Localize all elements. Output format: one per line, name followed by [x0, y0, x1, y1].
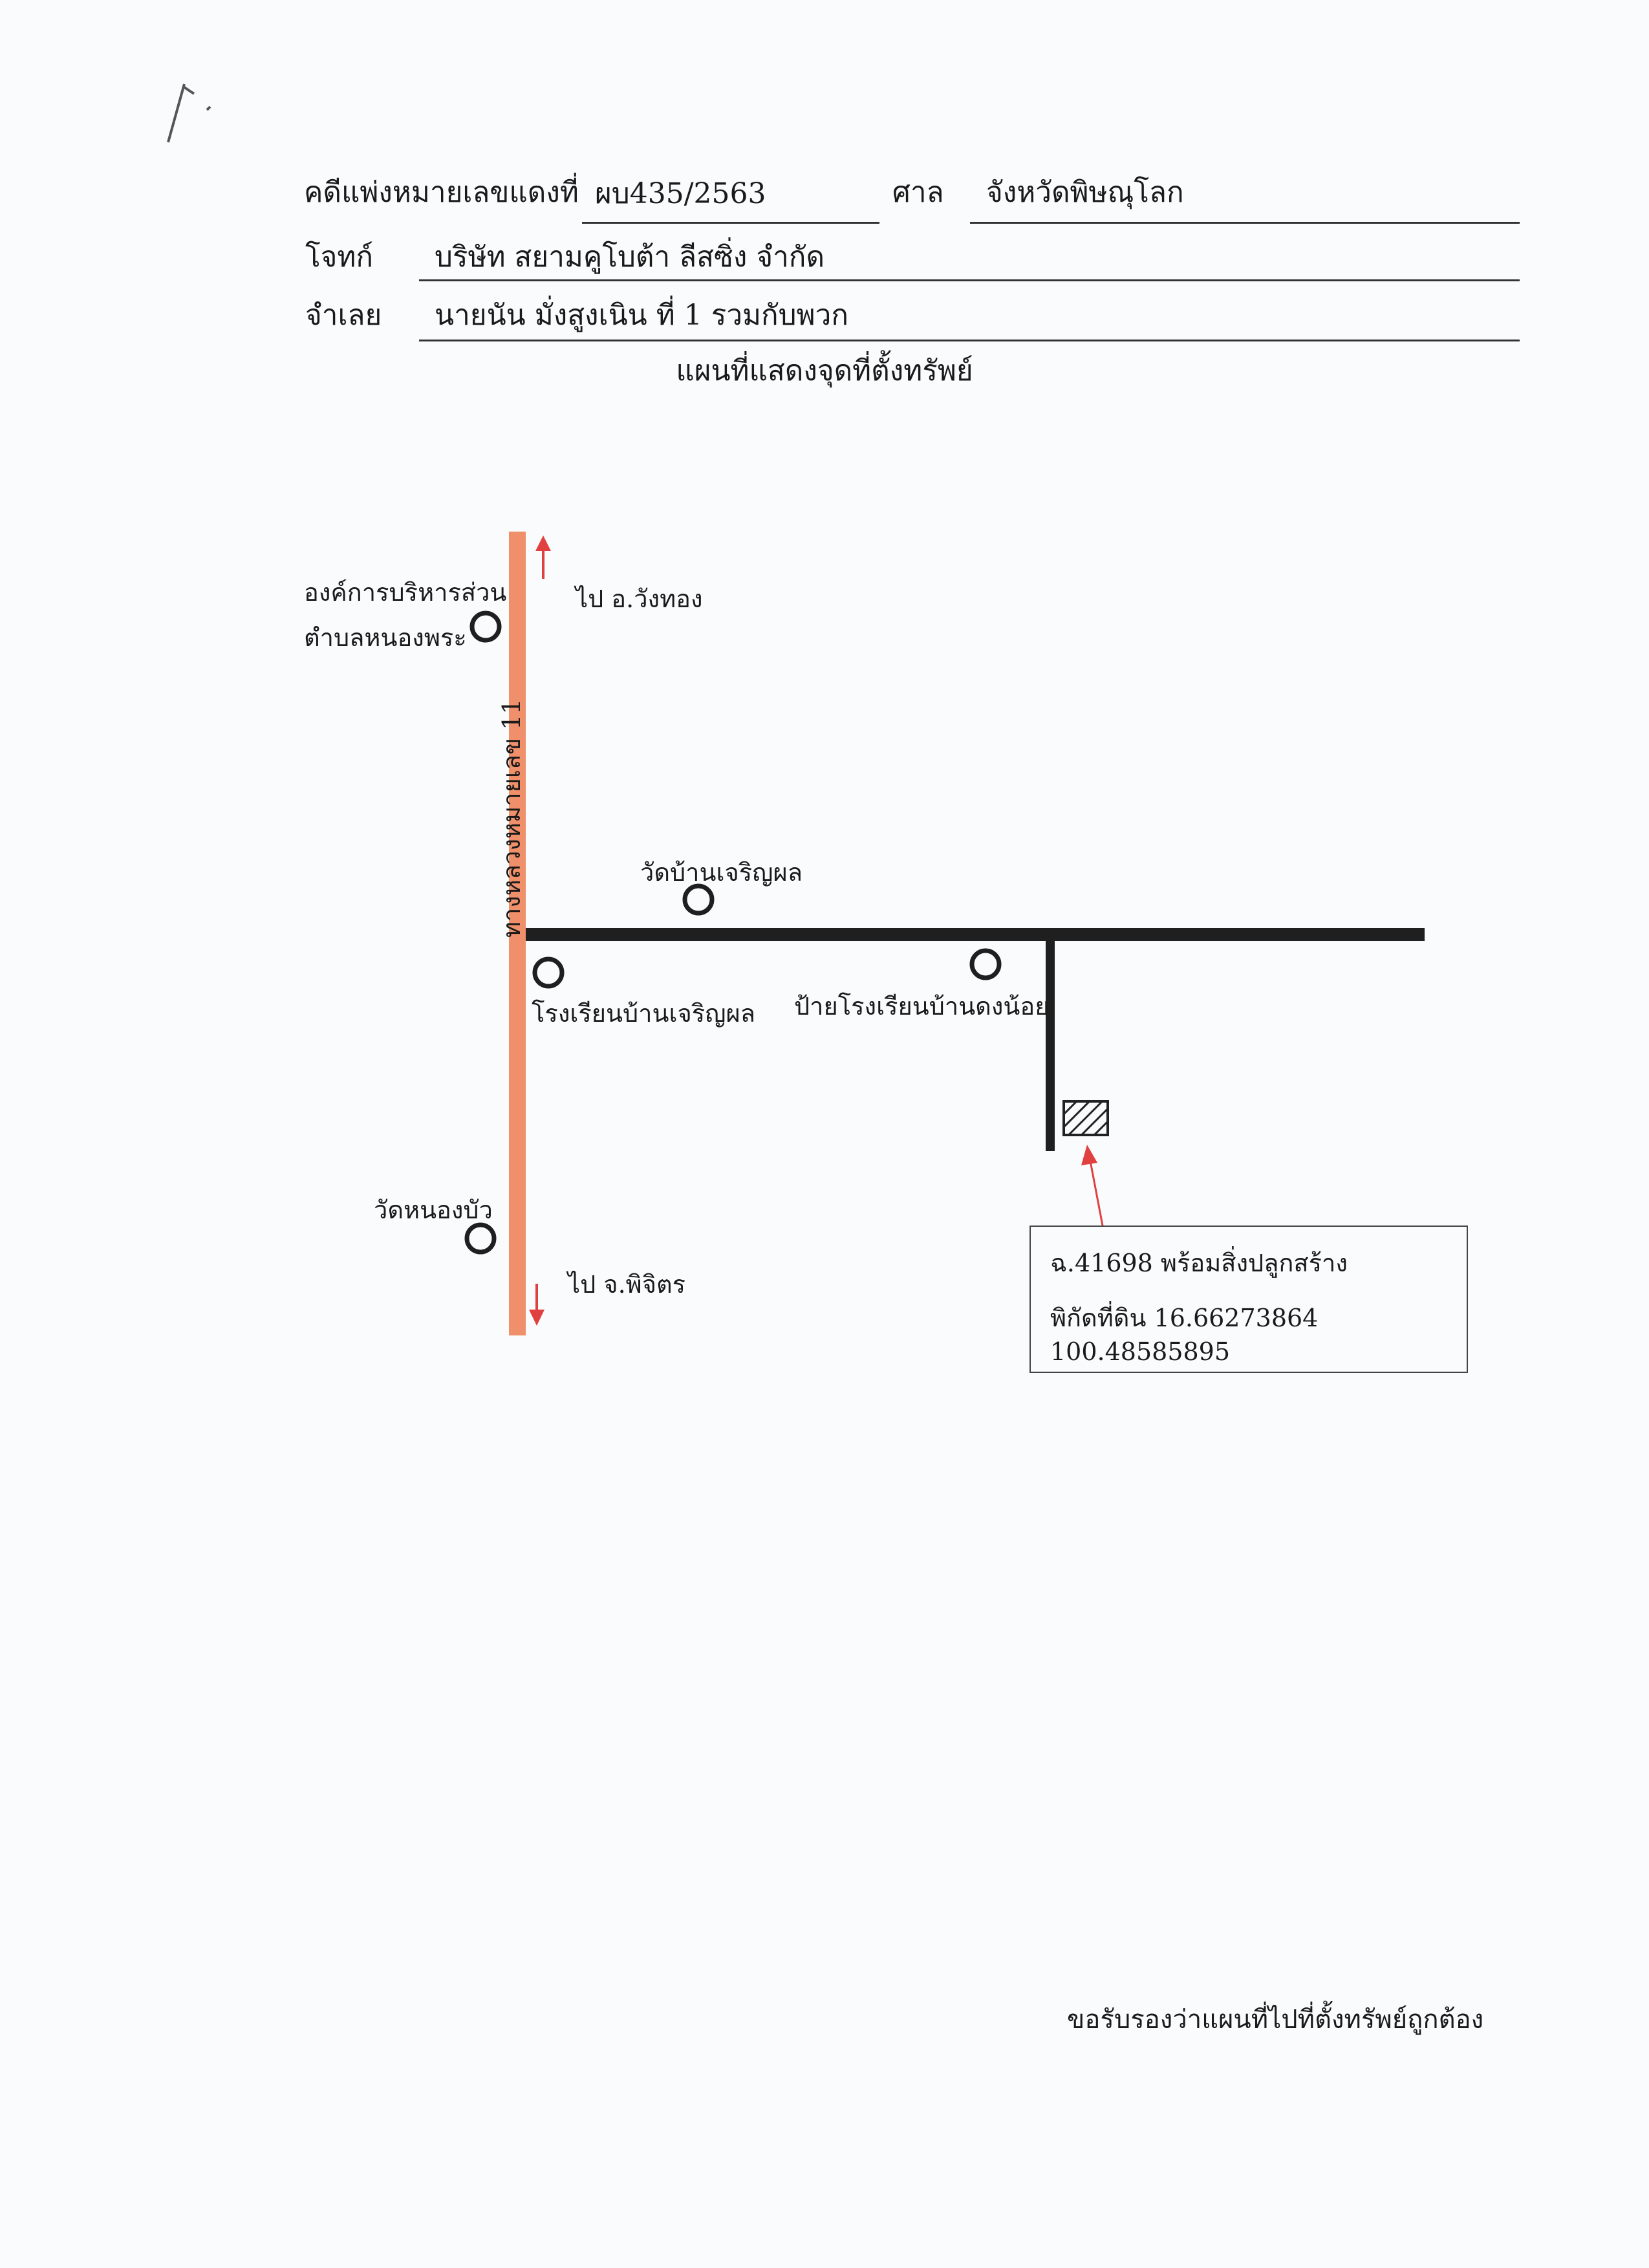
handwritten-mark: [149, 71, 239, 180]
to-south-label: ไป จ.พิจิตร: [568, 1270, 686, 1299]
sao-label-line2: ตำบลหนองพระ: [304, 623, 467, 652]
plaintiff-label: โจทก์: [305, 241, 374, 274]
to-north-label: ไป อ.วังทอง: [576, 585, 703, 613]
plaintiff-underline: [419, 279, 1520, 281]
sao-label-line1: องค์การบริหารส่วน: [304, 578, 507, 607]
defendant-underline: [419, 340, 1520, 341]
main-road: [526, 928, 1425, 941]
property-marker: [1062, 1100, 1109, 1136]
temple-nongbua-label: วัดหนองบัว: [374, 1196, 493, 1224]
school-charoen-label: โรงเรียนบ้านเจริญผล: [532, 999, 756, 1028]
court-underline: [970, 222, 1520, 224]
property-info-box: ฉ.41698 พร้อมสิ่งปลูกสร้าง พิกัดที่ดิน 1…: [1029, 1226, 1468, 1373]
court-label: ศาล: [892, 176, 944, 209]
case-number-underline: [582, 222, 879, 224]
school-charoen-marker: [532, 956, 565, 989]
property-pointer-arrow: [1081, 1145, 1104, 1226]
case-label: คดีแพ่งหมายเลขแดงที่: [304, 176, 579, 209]
school-sign-marker: [969, 948, 1002, 980]
map-title: แผนที่แสดงจุดที่ตั้งทรัพย์: [676, 354, 973, 387]
highway-label: ทางหลวงหมายเลข 11: [497, 698, 526, 938]
coordinates-text: พิกัดที่ดิน 16.66273864 100.48585895: [1050, 1304, 1319, 1366]
case-number: ผบ435/2563: [595, 177, 766, 210]
side-road: [1046, 934, 1055, 1151]
highway-11: [509, 532, 526, 1335]
temple-charoen-label: วัดบ้านเจริญผล: [640, 858, 803, 887]
north-arrow: [535, 535, 551, 579]
certification-text: ขอรับรองว่าแผนที่ไปที่ตั้งทรัพย์ถูกต้อง: [1067, 2005, 1484, 2035]
south-arrow: [529, 1284, 544, 1326]
plaintiff-name: บริษัท สยามคูโบต้า ลีสซิ่ง จำกัด: [435, 241, 825, 274]
court-name: จังหวัดพิษณุโลก: [986, 176, 1184, 209]
title-deed-text: ฉ.41698 พร้อมสิ่งปลูกสร้าง: [1050, 1249, 1348, 1277]
temple-charoen-marker: [682, 883, 715, 916]
defendant-label: จำเลย: [305, 299, 382, 332]
temple-nongbua-marker: [464, 1222, 497, 1255]
defendant-name: นายนัน มั่งสูงเนิน ที่ 1 รวมกับพวก: [435, 299, 848, 332]
school-sign-label: ป้ายโรงเรียนบ้านดงน้อย: [794, 992, 1050, 1021]
sao-marker: [469, 610, 502, 643]
